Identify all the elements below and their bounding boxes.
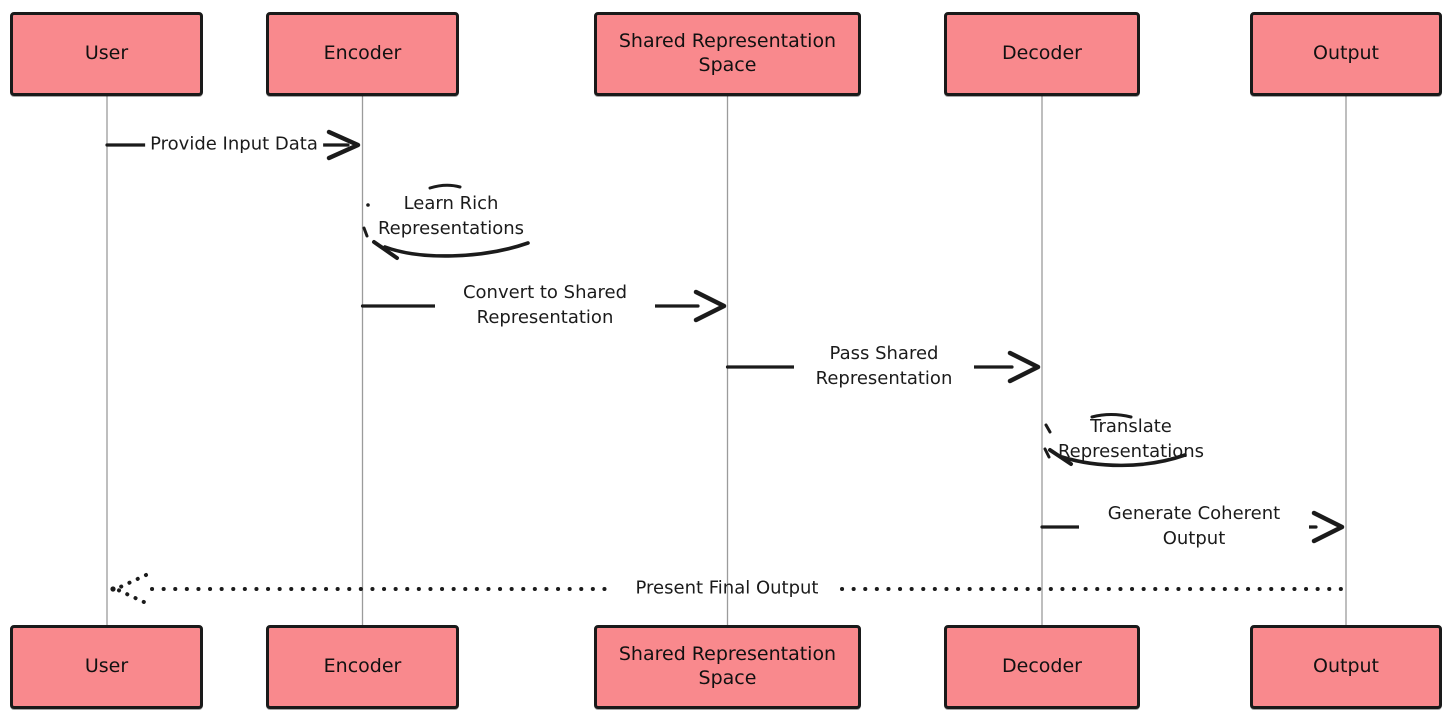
lifelines <box>106 96 1347 625</box>
actor-box-encoder-top: Encoder <box>266 12 459 96</box>
actor-label: Encoder <box>323 655 402 678</box>
actor-label: Decoder <box>1002 42 1082 65</box>
arrowhead-icon <box>1311 510 1345 544</box>
actor-box-encoder-bottom: Encoder <box>266 625 459 709</box>
message-label-pass-shared: Pass Shared Representation <box>794 342 974 392</box>
actor-box-user-top: User <box>10 12 203 96</box>
actor-label: Shared Representation Space <box>618 643 837 689</box>
message-label-provide-input-data: Provide Input Data <box>145 132 323 158</box>
actor-label: Output <box>1313 42 1379 65</box>
arrowhead-icon <box>326 129 361 161</box>
actor-label: Output <box>1313 655 1379 678</box>
actor-box-shared-bottom: Shared Representation Space <box>594 625 861 709</box>
actor-box-decoder-bottom: Decoder <box>944 625 1140 709</box>
arrowhead-icon <box>1007 350 1041 384</box>
actor-label: Decoder <box>1002 655 1082 678</box>
arrowhead-icon <box>693 289 727 323</box>
actor-label: Encoder <box>323 42 402 65</box>
actor-label: User <box>84 42 129 65</box>
actor-box-output-top: Output <box>1250 12 1442 96</box>
message-label-generate-output: Generate Coherent Output <box>1079 502 1309 552</box>
actor-box-output-bottom: Output <box>1250 625 1442 709</box>
actor-label: User <box>84 655 129 678</box>
message-label-convert-to-shared: Convert to Shared Representation <box>435 281 655 331</box>
message-label-present-final-output: Present Final Output <box>635 577 819 599</box>
message-label-translate-representations: Translate Representations <box>1057 416 1205 462</box>
message-label-learn-rich-representations: Learn Rich Representations <box>377 193 525 239</box>
self-loop-arc-encoder <box>362 183 530 260</box>
dotted-arrowhead-icon <box>114 573 148 605</box>
actor-box-decoder-top: Decoder <box>944 12 1140 96</box>
message-line-present-final-output <box>110 573 1348 605</box>
self-loop-arc-decoder <box>1043 413 1187 468</box>
actor-label: Shared Representation Space <box>618 30 837 76</box>
actor-box-user-bottom: User <box>10 625 203 709</box>
actor-box-shared-top: Shared Representation Space <box>594 12 861 96</box>
